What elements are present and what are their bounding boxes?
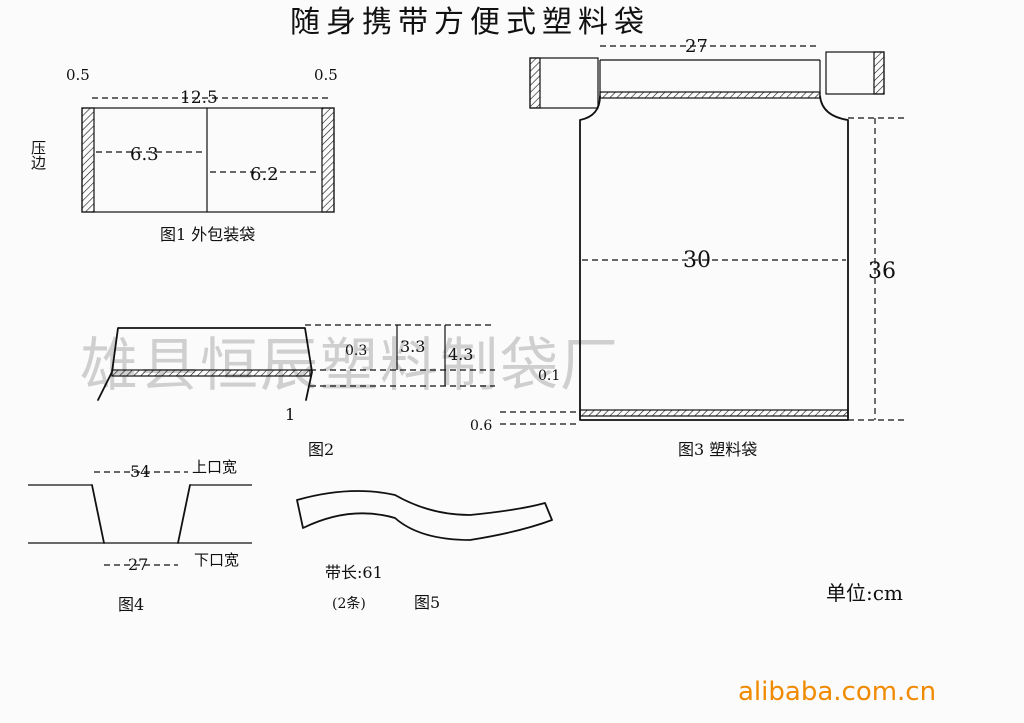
fig1-right-edge-dim: 0.5	[314, 66, 338, 84]
page-title: 随身携带方便式塑料袋	[290, 5, 650, 40]
fig1-left-half-label: 6.3	[130, 144, 159, 165]
figure-5: 带长:61 (2条) 图5	[296, 490, 553, 612]
fig5-strap-length: 带长:61	[325, 563, 383, 582]
fig1-right-seal	[321, 107, 335, 213]
fig1-left-edge-dim: 0.5	[66, 66, 90, 84]
fig1-seal-label: 压边	[29, 140, 47, 171]
brand-logo: alibaba.com.cn	[738, 677, 936, 707]
fig3-right-handle-seal	[873, 51, 885, 95]
fig4-bottom-width: 27	[128, 555, 148, 574]
fig2-dim-d: 1	[285, 405, 295, 424]
fig3-body	[579, 95, 849, 421]
fig2-dim-c: 4.3	[448, 345, 473, 364]
fig4-top-width: 54	[130, 462, 150, 481]
fig2-dim-a: 0.3	[345, 343, 367, 359]
fig2-caption: 图2	[308, 440, 334, 459]
fig3-gap-dim: 0.1	[538, 368, 560, 384]
fig4-caption: 图4	[118, 595, 144, 614]
figure-3: 27 30 36 0.1 0.6 图3 塑料袋	[470, 36, 905, 459]
fig3-width-dim: 30	[683, 248, 711, 273]
fig3-left-handle-seal	[529, 57, 541, 109]
fig1-outline	[81, 107, 335, 213]
fig1-width-label: 12.5	[180, 88, 218, 108]
fig3-bottom-dim: 0.6	[470, 418, 492, 434]
fig1-right-half-label: 6.2	[250, 164, 279, 185]
fig4-top-label: 上口宽	[192, 458, 237, 476]
fig1-left-seal	[81, 107, 95, 213]
figure-1: 0.5 0.5 12.5 6.3 6.2 压边 图1 外包装袋	[29, 66, 338, 244]
fig3-caption: 图3 塑料袋	[678, 440, 757, 459]
fig2-seal-band	[111, 369, 311, 377]
fig5-strap	[296, 490, 553, 541]
fig3-bottom-seal	[579, 409, 849, 417]
figure-4: 54 上口宽 27 下口宽 图4	[28, 458, 252, 614]
fig3-top-seal	[599, 91, 821, 99]
fig4-bottom-label: 下口宽	[194, 551, 239, 569]
fig3-height-dim: 36	[868, 259, 896, 284]
fig5-strap-count: (2条)	[332, 595, 366, 612]
figure-2: 0.3 3.3 4.3 1 图2	[97, 324, 495, 459]
fig4-outline	[91, 484, 191, 544]
fig3-top-dim: 27	[685, 36, 708, 57]
fig1-caption: 图1 外包装袋	[160, 225, 255, 244]
fig5-caption: 图5	[414, 593, 440, 612]
fig2-dim-b: 3.3	[400, 337, 425, 356]
fig3-neck	[599, 59, 821, 96]
watermark-text: 雄县恒辰塑料制袋厂	[80, 331, 620, 399]
unit-label: 单位:cm	[826, 581, 903, 605]
